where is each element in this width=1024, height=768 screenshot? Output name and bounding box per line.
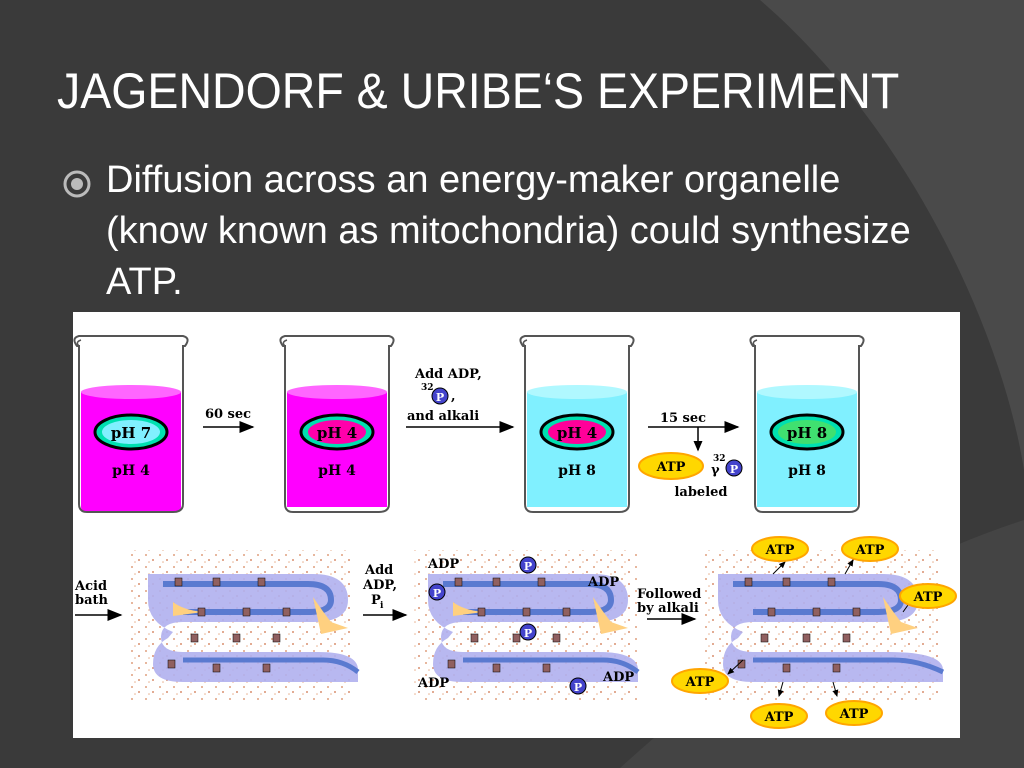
atp-badge	[638, 452, 704, 480]
phosphate-group: P P P P	[428, 556, 587, 695]
adp-label-2: ADP	[587, 575, 619, 590]
step-2-p: P	[436, 391, 444, 404]
atp-badge-label: ATP	[913, 590, 943, 605]
beaker-4-outer-label: pH 8	[788, 463, 826, 479]
step-2-comma: ,	[451, 389, 456, 404]
step-2-line-1: Add ADP,	[414, 367, 482, 382]
beaker-2-inner-label: pH 4	[317, 424, 357, 442]
phosphate-p: P	[433, 587, 441, 600]
beaker-4-inner-label: pH 8	[787, 424, 827, 442]
experiment-figure: pH 7 pH 4 60 sec pH 4 pH 4 Add ADP, 32 P…	[73, 312, 960, 738]
add-line-2: ADP,	[362, 578, 397, 593]
gamma-label: γ	[711, 463, 720, 478]
phosphate-icon	[725, 459, 743, 477]
gamma-superscript: 32	[713, 454, 726, 464]
gamma-p: P	[730, 463, 738, 476]
beaker-2: pH 4 pH 4	[279, 335, 395, 513]
step-1-label: 60 sec	[205, 407, 251, 422]
beaker-3-inner-label: pH 4	[557, 424, 597, 442]
beaker-3-outer-label: pH 8	[558, 463, 596, 479]
beaker-3: pH 4 pH 8	[519, 335, 635, 513]
beaker-4: pH 8 pH 8	[749, 335, 865, 513]
thylakoid-panel-3	[703, 550, 945, 700]
add-subscript: i	[380, 601, 384, 611]
phosphate-p: P	[524, 560, 532, 573]
atp-badge-label: ATP	[764, 710, 794, 725]
acid-bath-line-1: Acid	[74, 579, 107, 594]
thylakoid-panel-1	[128, 550, 360, 700]
beaker-1-inner-label: pH 7	[111, 424, 151, 442]
circle-bullet-icon	[63, 170, 91, 198]
add-line-1: Add	[364, 563, 393, 578]
acid-bath-line-2: bath	[75, 593, 109, 608]
slide-title: JAGENDORF & URIBE‘S EXPERIMENT	[57, 63, 900, 119]
bullet-text: Diffusion across an energy-maker organel…	[106, 159, 911, 303]
beaker-1-outer-label: pH 4	[112, 463, 150, 479]
labeled-label: labeled	[674, 485, 727, 500]
beaker-1: pH 7 pH 4	[73, 335, 189, 513]
atp-badge-label: ATP	[765, 543, 795, 558]
atp-badge-label: ATP	[685, 675, 715, 690]
adp-label-1: ADP	[427, 557, 459, 572]
beaker-2-outer-label: pH 4	[318, 463, 356, 479]
experiment-diagram: pH 7 pH 4 60 sec pH 4 pH 4 Add ADP, 32 P…	[73, 335, 957, 729]
add-line-3: P	[371, 593, 381, 608]
adp-label-3: ADP	[417, 676, 449, 691]
followed-line-2: by alkali	[637, 601, 699, 616]
step-2-superscript: 32	[421, 383, 434, 393]
step-2-line-3: and alkali	[407, 409, 479, 424]
atp-label: ATP	[656, 460, 686, 475]
adp-label-4: ADP	[602, 670, 634, 685]
atp-badges: ATP ATP ATP ATP ATP ATP	[671, 536, 957, 729]
atp-badge-label: ATP	[855, 543, 885, 558]
followed-line-1: Followed	[637, 587, 701, 602]
step-3-label: 15 sec	[660, 411, 706, 426]
phosphate-icon	[431, 387, 449, 405]
atp-badge-label: ATP	[839, 707, 869, 722]
phosphate-p: P	[524, 627, 532, 640]
phosphate-p: P	[574, 681, 582, 694]
